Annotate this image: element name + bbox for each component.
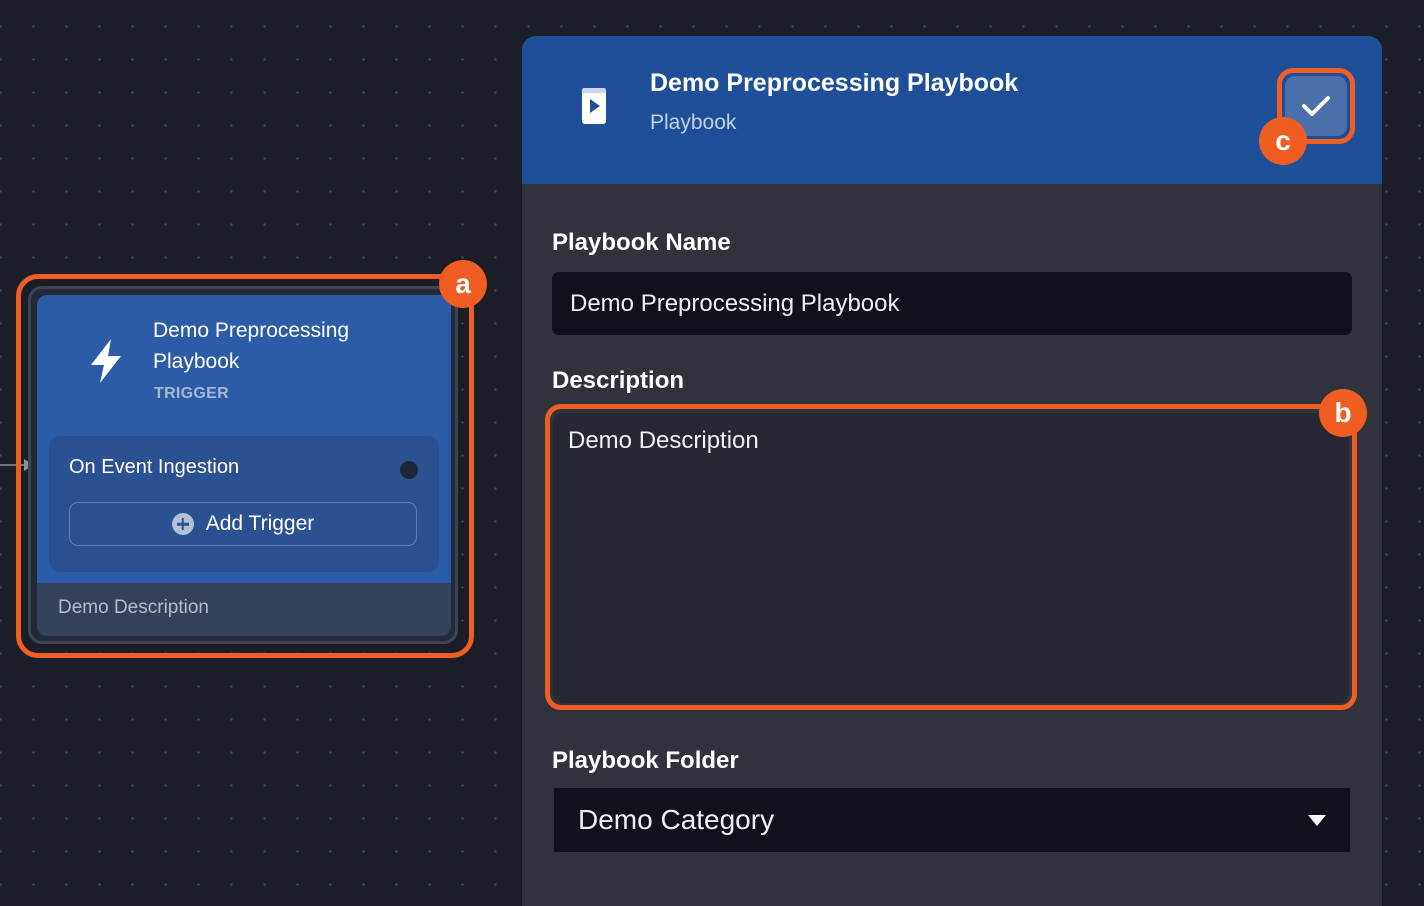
description-highlight-outline [545, 404, 1357, 710]
event-connection-handle[interactable] [400, 461, 418, 479]
playbook-book-icon [582, 88, 606, 124]
plus-circle-icon [171, 513, 194, 535]
lightning-bolt-icon [91, 339, 121, 383]
add-trigger-label: Add Trigger [205, 512, 315, 535]
event-ingestion-label: On Event Ingestion [69, 456, 240, 478]
trigger-node-description: Demo Description [58, 597, 209, 618]
playbook-folder-value: Demo Category [578, 804, 775, 835]
panel-title: Demo Preprocessing Playbook [650, 69, 1019, 97]
trigger-node-body[interactable]: Demo Preprocessing Playbook TRIGGER On E… [37, 295, 451, 636]
canvas-connector-line [0, 464, 30, 466]
add-trigger-button[interactable]: Add Trigger [69, 502, 417, 546]
callout-badge-a: a [439, 260, 487, 308]
node-highlight-outline [16, 274, 474, 658]
confirm-highlight-outline [1277, 68, 1355, 144]
playbook-folder-label: Playbook Folder [552, 747, 739, 774]
trigger-node-title: Demo Preprocessing Playbook [153, 319, 350, 373]
callout-badge-c: c [1259, 117, 1307, 165]
description-textarea[interactable]: Demo Description [553, 413, 1349, 703]
trigger-node-header: Demo Preprocessing Playbook TRIGGER On E… [37, 295, 451, 583]
playbook-name-label: Playbook Name [552, 229, 731, 256]
description-label: Description [552, 367, 685, 394]
playbook-name-input[interactable] [552, 272, 1352, 335]
trigger-event-box: On Event Ingestion Add Trigger [49, 436, 439, 572]
panel-header: Demo Preprocessing Playbook Playbook [522, 36, 1382, 184]
playbook-folder-select[interactable]: Demo Category [554, 788, 1350, 852]
caret-down-icon [1308, 814, 1326, 826]
playbook-panel: Demo Preprocessing Playbook Playbook Pla… [522, 36, 1382, 906]
trigger-node-type: TRIGGER [154, 385, 229, 402]
checkmark-icon [1302, 96, 1330, 116]
panel-subtitle: Playbook [650, 111, 737, 134]
callout-badge-b: b [1319, 389, 1367, 437]
